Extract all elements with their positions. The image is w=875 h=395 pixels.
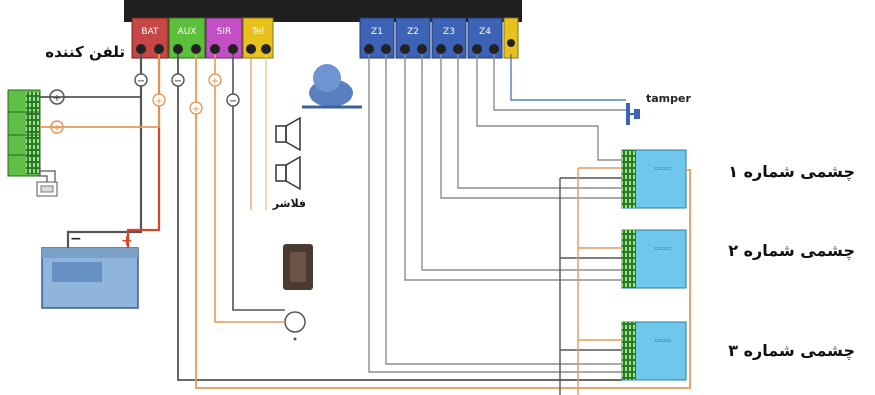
control-board (124, 0, 522, 22)
siren-icon (302, 64, 362, 109)
svg-text:+: + (53, 123, 61, 134)
wire-z3-common (457, 54, 622, 189)
svg-text:▭▭▭: ▭▭▭ (654, 245, 671, 252)
svg-text:+: + (192, 104, 200, 115)
wire-z2 (404, 54, 622, 281)
svg-text:−: − (229, 96, 237, 107)
tamper-switch-icon (626, 103, 640, 125)
wire-z3 (440, 54, 622, 199)
svg-text:+: + (155, 96, 163, 107)
siren-label: SIR (217, 27, 232, 37)
board-strip (124, 0, 522, 22)
wire-z1-common (385, 54, 622, 365)
svg-text:▭▭▭: ▭▭▭ (654, 165, 671, 172)
svg-text:▭▭▭: ▭▭▭ (654, 337, 671, 344)
svg-text:+: + (53, 93, 61, 104)
wire-tel-plus (40, 54, 160, 128)
wire-siren-plus (214, 54, 285, 323)
zone-terminal-z1: Z1 (359, 17, 395, 59)
tamper-terminal (503, 17, 519, 59)
wire-siren-minus (232, 54, 285, 311)
flasher-light (283, 244, 313, 290)
flasher-label: فلاشر (272, 197, 306, 210)
pir-detector-1: ▭▭▭ (621, 149, 687, 209)
z2-label: Z2 (407, 27, 419, 37)
wire-z2-common (421, 54, 622, 271)
wire-z1 (368, 54, 622, 373)
battery: − + (41, 231, 139, 309)
pir-detector-2: ▭▭▭ (621, 229, 687, 289)
wire-bat-plus (126, 54, 161, 248)
svg-text:−: − (137, 76, 145, 87)
pir-3-label: چشمی شماره ۳ (728, 341, 855, 360)
pir-2-label: چشمی شماره ۲ (728, 241, 855, 260)
telephone-dialer: + + (7, 89, 65, 177)
svg-text:−: − (174, 76, 182, 87)
aux-label: AUX (178, 27, 197, 37)
z4-label: Z4 (479, 27, 491, 37)
wire-aux-plus (195, 54, 691, 389)
wire-bat-minus (66, 54, 143, 248)
wire-aux-minus (177, 54, 622, 381)
wire-tamper-a (493, 54, 626, 111)
zone-terminal-z2: Z2 (395, 17, 431, 59)
phone-jack-icon (36, 163, 58, 197)
pir-detector-3: ▭▭▭ (621, 321, 687, 381)
telephone-dialer-label: تلفن کننده (45, 43, 125, 61)
z3-label: Z3 (443, 27, 455, 37)
tel-label: Tel (251, 27, 264, 37)
tamper-label: tamper (646, 92, 691, 105)
bat-terminal: BAT (131, 17, 169, 59)
wire-tamper-b (510, 54, 626, 101)
zone-terminal-z3: Z3 (431, 17, 467, 59)
polarity-markers: − + − + + − (134, 73, 240, 115)
svg-text:+: + (211, 76, 219, 87)
siren-terminal: SIR (205, 17, 243, 59)
z1-label: Z1 (371, 27, 383, 37)
wiring (40, 54, 691, 395)
speaker-icon-1 (275, 116, 301, 152)
door-contact-icon (284, 311, 306, 341)
pir-1-label: چشمی شماره ۱ (728, 162, 855, 181)
wire-z4 (476, 54, 622, 161)
zone-terminal-z4: Z4 (467, 17, 503, 59)
bat-label: BAT (141, 27, 159, 37)
battery-plus-label: + (121, 233, 133, 249)
speaker-icon-2 (275, 155, 301, 191)
battery-minus-label: − (70, 231, 82, 247)
aux-terminal: AUX (168, 17, 206, 59)
tel-terminal: Tel (242, 17, 274, 59)
